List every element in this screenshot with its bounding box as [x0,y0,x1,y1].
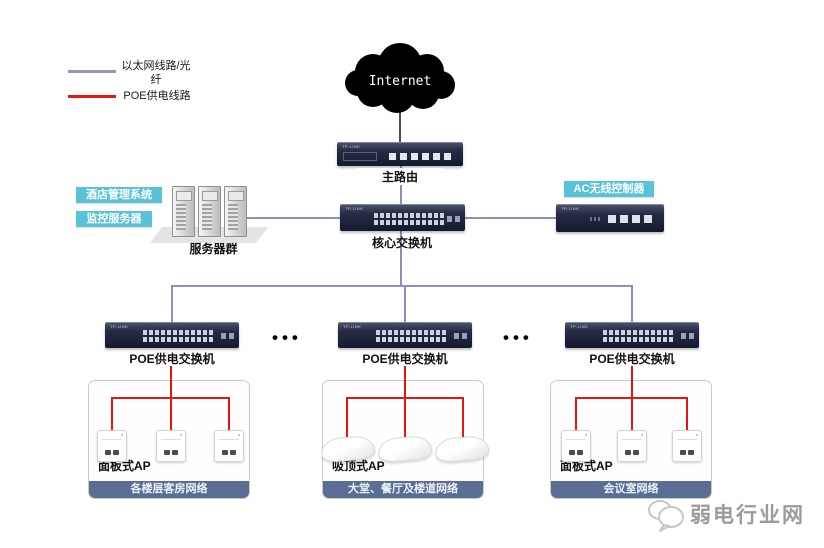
panel-ap [672,430,702,462]
panel-ap [561,430,591,462]
group-banner: 会议室网络 [551,481,711,498]
panel-ap [617,430,647,462]
poe-line [228,399,230,431]
drop-center-switch [404,287,406,324]
poe-switch-left: TP-LINK [105,322,239,348]
poe-switch-center: TP-LINK [338,322,472,348]
link-core-downbus [400,230,402,287]
router-label: 主路由 [358,168,442,185]
server-tower [172,186,195,237]
group-banner: 各楼层客房网络 [89,481,249,498]
poe-line [686,399,688,431]
poe-line [631,399,633,431]
server-group-label: 服务器群 [189,242,238,256]
core-switch-brand: TP-LINK [345,206,364,211]
monitor-server-badge: 监控服务器 [76,211,152,227]
server-tower [198,186,221,237]
watermark-label: 弱电行业网 [690,504,805,527]
poe-switch-brand: TP-LINK [110,324,129,329]
poe-switch-brand: TP-LINK [343,324,362,329]
legend-ethernet-line-swatch [68,70,116,73]
link-internet-router [399,112,401,145]
poe-line [404,366,406,398]
server-tower [224,186,247,237]
panel-ap [214,430,244,462]
core-switch-label: 核心交换机 [371,236,432,250]
poe-switch-brand: TP-LINK [570,324,589,329]
hotel-management-system-badge: 酒店管理系统 [76,187,162,203]
poe-line [170,366,172,398]
poe-line [462,399,464,438]
ac-controller-badge: AC无线控制器 [564,181,654,197]
poe-line [575,399,577,431]
poe-switch-right-label: POE供电交换机 [589,352,675,366]
router-ports [389,153,451,160]
poe-line [404,399,406,438]
drop-left-switch [171,287,173,324]
poe-line [631,366,633,398]
poe-line [346,397,464,399]
poe-line [575,397,688,399]
core-switch-ports-bottom [374,220,444,225]
server-group [172,186,247,237]
core-switch: TP-LINK [340,204,465,231]
poe-switch-center-label: POE供电交换机 [362,352,448,366]
panel-ap [97,430,127,462]
internet-label: Internet [369,74,432,89]
poe-line [170,399,172,431]
ac-controller-brand: TP-LINK [561,206,580,211]
poe-line [346,399,348,438]
ap-type-label: 吸顶式AP [332,459,385,473]
link-router-core [400,166,402,208]
legend-poe-line-swatch [68,95,116,98]
ac-controller-ports [608,215,652,223]
core-switch-ports-top [374,213,444,218]
poe-line [111,399,113,431]
core-switch-uplink-slots [447,216,461,222]
ap-type-label: 面板式AP [560,459,613,473]
panel-ap [156,430,186,462]
main-router: TP-LINK [337,142,463,166]
ellipsis-right: ••• [503,328,533,347]
poe-line [111,397,230,399]
chat-bubbles-icon [646,497,688,533]
router-brand: TP-LINK [342,144,361,149]
legend-poe-label: POE供电线路 [123,90,191,102]
internet-cloud: Internet [337,40,463,116]
ac-controller: TP-LINK [556,204,664,232]
legend-ethernet-label: 以太网线路/光纤 [121,60,191,86]
bus-horizontal [171,285,633,287]
ellipsis-left: ••• [272,328,302,347]
group-banner: 大堂、餐厅及楼道网络 [323,481,483,498]
poe-switch-left-label: POE供电交换机 [129,352,215,366]
poe-switch-right: TP-LINK [565,322,699,348]
ap-type-label: 面板式AP [98,459,151,473]
drop-right-switch [631,287,633,324]
